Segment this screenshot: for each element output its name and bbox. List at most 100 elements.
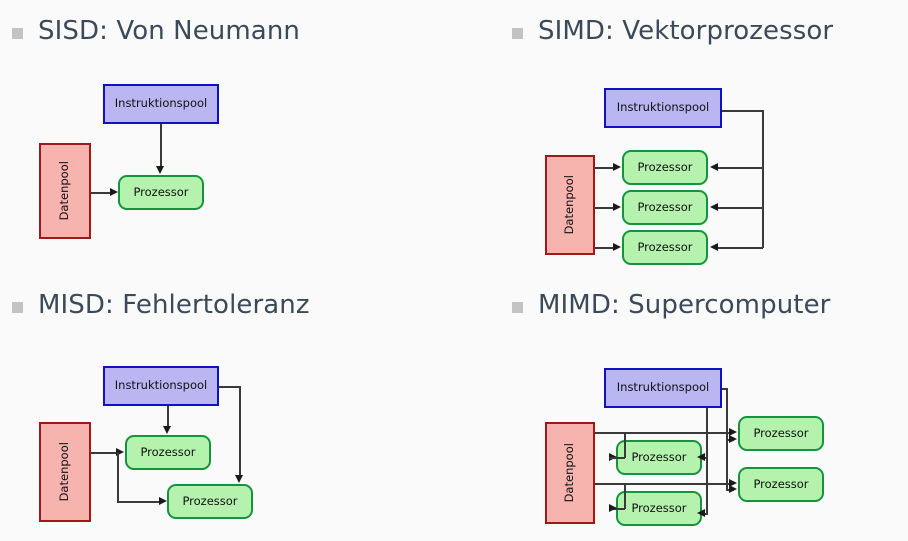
simd-arrowhead-data-to-proc-2 (613, 203, 621, 211)
page-title-mimd: MIMD: Supercomputer (538, 290, 831, 320)
misd-processor-label-1: Prozessor (140, 444, 196, 459)
mimd-processor-label-right-2: Prozessor (753, 476, 809, 491)
simd-connector-instr-right (722, 110, 764, 112)
misd-arrowhead-data-to-proc-2 (159, 497, 167, 505)
simd-processor-box-3: Prozessor (622, 230, 708, 265)
mimd-processor-label-left-1: Prozessor (631, 449, 687, 464)
misd-connector-instr-down-to-proc-2 (239, 386, 241, 476)
simd-processor-box-1: Prozessor (622, 150, 708, 185)
bullet-square-icon (512, 301, 523, 313)
mimd-arrowhead-data-to-left-proc-2 (609, 504, 617, 512)
bullet-square-icon (12, 27, 23, 39)
quadrant-simd: SIMD: Vektorprozessor Instruktionspool D… (512, 18, 908, 273)
misd-data-pool-label: Datenpool (57, 442, 72, 502)
quadrant-sisd: SISD: Von Neumann Instruktionspool Daten… (12, 18, 452, 268)
sisd-instruction-pool-label: Instruktionspool (114, 96, 208, 111)
sisd-arrowhead-data-to-proc (110, 188, 118, 196)
mimd-arrowhead-data-to-right-proc-1 (729, 428, 737, 436)
misd-connector-data-to-proc-2 (117, 501, 160, 503)
simd-connector-instr-bus (762, 110, 764, 248)
simd-processor-label-3: Prozessor (637, 239, 693, 254)
misd-processor-label-2: Prozessor (182, 493, 238, 508)
mimd-instruction-pool-box: Instruktionspool (604, 368, 722, 408)
quadrant-misd: MISD: Fehlertoleranz Instruktionspool Da… (12, 292, 452, 541)
simd-connector-bus-to-proc-2 (717, 207, 763, 209)
mimd-title-row: MIMD: Supercomputer (512, 292, 830, 318)
mimd-processor-box-right-2: Prozessor (738, 467, 824, 502)
mimd-connector-instr-bus-left (706, 408, 708, 514)
mimd-data-pool-label: Datenpool (562, 443, 577, 503)
simd-data-pool-box: Datenpool (545, 155, 595, 255)
simd-title-row: SIMD: Vektorprozessor (512, 18, 833, 44)
misd-arrowhead-data-to-proc-1 (116, 448, 124, 456)
mimd-connector-data-branch-1-seg (609, 457, 625, 459)
simd-processor-box-2: Prozessor (622, 190, 708, 225)
simd-arrowhead-bus-to-proc-2 (710, 203, 718, 211)
misd-processor-box-1: Prozessor (125, 435, 211, 470)
page-title-simd: SIMD: Vektorprozessor (538, 16, 834, 46)
sisd-instruction-pool-box: Instruktionspool (103, 84, 219, 124)
misd-title-row: MISD: Fehlertoleranz (12, 292, 310, 318)
mimd-instruction-pool-label: Instruktionspool (616, 380, 710, 395)
simd-connector-data-to-proc-1 (595, 167, 615, 169)
mimd-connector-data-branch-1 (624, 432, 626, 458)
mimd-arrowhead-bus-to-right-proc-2 (729, 485, 737, 493)
mimd-arrowhead-bus-to-left-proc-1 (697, 453, 705, 461)
misd-arrowhead-instr-to-proc-2 (235, 475, 243, 483)
misd-data-pool-box: Datenpool (39, 422, 91, 522)
sisd-title-row: SISD: Von Neumann (12, 18, 300, 44)
sisd-processor-box-1: Prozessor (118, 175, 204, 210)
misd-connector-data-branch-down (117, 452, 119, 502)
misd-connector-instr-to-proc-1 (167, 406, 169, 427)
misd-processor-box-2: Prozessor (167, 484, 253, 519)
diagram-misd: Instruktionspool Datenpool Prozessor Pro… (12, 292, 452, 541)
simd-processor-label-1: Prozessor (637, 159, 693, 174)
mimd-processor-box-right-1: Prozessor (738, 416, 824, 451)
simd-instruction-pool-box: Instruktionspool (604, 88, 722, 128)
mimd-connector-bus-to-left-proc-1 (703, 457, 708, 459)
misd-instruction-pool-box: Instruktionspool (103, 366, 219, 406)
simd-connector-data-to-proc-3 (595, 247, 615, 249)
sisd-data-pool-label: Datenpool (57, 161, 72, 221)
mimd-arrowhead-bus-to-left-proc-2 (697, 509, 705, 517)
mimd-connector-data-row-2 (595, 483, 731, 485)
misd-arrowhead-instr-to-proc-1 (163, 426, 171, 434)
mimd-connector-instr-right (722, 388, 728, 390)
sisd-data-pool-box: Datenpool (39, 143, 91, 239)
simd-connector-data-to-proc-2 (595, 207, 615, 209)
mimd-arrowhead-bus-to-right-proc-1 (729, 435, 737, 443)
bullet-square-icon (12, 301, 23, 313)
sisd-processor-label-1: Prozessor (133, 184, 189, 199)
quadrant-mimd: MIMD: Supercomputer Instruktionspool Dat… (512, 292, 908, 541)
mimd-connector-data-branch-2-seg (609, 508, 625, 510)
diagram-sisd: Instruktionspool Datenpool Prozessor (12, 18, 452, 268)
mimd-processor-box-left-1: Prozessor (616, 440, 702, 475)
simd-arrowhead-data-to-proc-3 (613, 243, 621, 251)
mimd-connector-data-row-1 (595, 432, 731, 434)
simd-processor-label-2: Prozessor (637, 199, 693, 214)
mimd-processor-box-left-2: Prozessor (616, 491, 702, 526)
mimd-connector-data-branch-2 (624, 483, 626, 509)
sisd-connector-instr-to-proc (160, 124, 162, 167)
mimd-arrowhead-data-to-right-proc-2 (729, 479, 737, 487)
simd-arrowhead-bus-to-proc-1 (710, 163, 718, 171)
simd-instruction-pool-label: Instruktionspool (616, 100, 710, 115)
misd-connector-data-to-proc-1 (91, 452, 118, 454)
simd-data-pool-label: Datenpool (562, 175, 577, 235)
page-title-misd: MISD: Fehlertoleranz (38, 290, 310, 320)
mimd-data-pool-box: Datenpool (545, 422, 595, 524)
simd-connector-bus-to-proc-3 (717, 247, 763, 249)
sisd-arrowhead-instr-to-proc (156, 166, 164, 174)
misd-instruction-pool-label: Instruktionspool (114, 378, 208, 393)
misd-connector-instr-right (219, 386, 241, 388)
bullet-square-icon (512, 27, 523, 39)
simd-arrowhead-data-to-proc-1 (613, 163, 621, 171)
simd-arrowhead-bus-to-proc-3 (710, 243, 718, 251)
sisd-connector-data-to-proc (91, 192, 111, 194)
simd-connector-bus-to-proc-1 (717, 167, 763, 169)
mimd-processor-label-left-2: Prozessor (631, 500, 687, 515)
mimd-connector-bus-to-left-proc-2 (703, 513, 708, 515)
diagram-mimd: Instruktionspool Datenpool Prozessor Pro… (512, 292, 908, 541)
diagram-simd: Instruktionspool Datenpool Prozessor Pro… (512, 18, 908, 273)
